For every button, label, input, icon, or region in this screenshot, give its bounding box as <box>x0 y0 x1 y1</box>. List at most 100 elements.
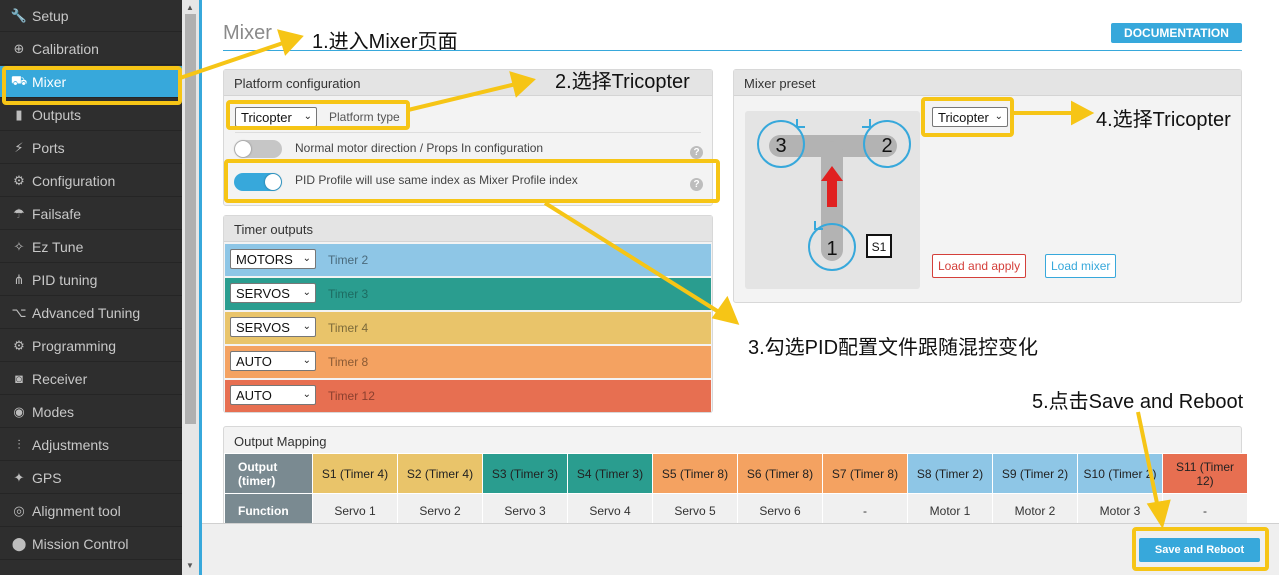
highlight-platform-select <box>226 100 410 130</box>
motor-direction-toggle[interactable] <box>234 140 282 158</box>
chevron-down-icon: ⌄ <box>302 287 311 298</box>
timer-output-row: MOTORS⌄ Timer 2 <box>225 244 711 276</box>
crosshair-icon: ⊕ <box>13 40 25 56</box>
sidebar: 🔧Setup ⊕ Calibration ⛟Mixer▮Outputs⚡Ports⚙C… <box>0 0 182 575</box>
cog-icon: ⚙ <box>13 337 25 353</box>
sidebar-item-pid-tuning[interactable]: ⋔PID tuning <box>0 264 182 296</box>
load-mixer-button[interactable]: Load mixer <box>1045 254 1117 278</box>
sidebar-item-ports[interactable]: ⚡Ports <box>0 132 182 164</box>
timer-label: Timer 3 <box>328 287 369 301</box>
function-cell: Servo 1 <box>312 493 398 528</box>
output-cell: S3 (Timer 3) <box>482 453 568 494</box>
sitemap-icon: ⋔ <box>13 271 25 287</box>
help-icon[interactable]: ? <box>690 178 703 191</box>
sidebar-item-receiver[interactable]: ◙ Receiver <box>0 363 182 395</box>
pid-profile-toggle[interactable] <box>234 173 282 191</box>
panel-title: Mixer preset <box>744 76 816 91</box>
sidebar-item-programming[interactable]: ⚙Programming <box>0 330 182 362</box>
timer-mode-select[interactable]: MOTORS⌄ <box>230 249 316 269</box>
timer-label: Timer 2 <box>328 253 369 267</box>
sidebar-item-mixer[interactable]: ⛟Mixer <box>0 66 182 98</box>
function-cell: Motor 3 <box>1077 493 1163 528</box>
highlight-save-button <box>1132 527 1269 571</box>
motor-direction-label: Normal motor direction / Props In config… <box>295 141 544 155</box>
sidebar-item-calibration[interactable]: ⊕ Calibration <box>0 33 182 65</box>
mixer-preset-select[interactable]: Tricopter ⌄ <box>932 107 1008 127</box>
chevron-down-icon: ⌄ <box>302 389 311 400</box>
timer-mode-select[interactable]: AUTO⌄ <box>230 385 316 405</box>
sidebar-item-modes[interactable]: ◉Modes <box>0 396 182 428</box>
wand-icon: ✧ <box>13 238 25 254</box>
platform-type-select[interactable]: Tricopter ⌄ <box>235 107 317 127</box>
sidebar-item-mission-control[interactable]: ⬤Mission Control <box>0 528 182 560</box>
motor-circle <box>757 120 805 168</box>
annotation-step2: 2.选择Tricopter <box>555 71 690 93</box>
output-cell: S9 (Timer 2) <box>992 453 1078 494</box>
timer-output-row: SERVOS⌄ Timer 3 <box>225 278 711 310</box>
sidebar-item-label: Calibration <box>32 40 99 57</box>
wrench-icon: 🔧 <box>10 7 28 23</box>
function-cell: Servo 6 <box>737 493 823 528</box>
tricopter-diagram-svg: 3 2 1 S1 <box>757 119 911 271</box>
sidebar-item-label: Adjustments <box>32 436 110 453</box>
timer-output-row: AUTO⌄Timer 8 <box>225 346 711 378</box>
scroll-up-icon[interactable]: ▲ <box>186 3 194 12</box>
sidebar-item-label: Receiver <box>32 370 88 387</box>
sidebar-item-configuration[interactable]: ⚙Configuration <box>0 165 182 197</box>
output-cell: S6 (Timer 8) <box>737 453 823 494</box>
servo-label: S1 <box>872 240 887 254</box>
sidebar-item-label: Mission Control <box>32 535 129 552</box>
scroll-down-icon[interactable]: ▼ <box>186 561 194 570</box>
sidebar-item-label: Ez Tune <box>32 238 84 255</box>
sidebar-item-label: GPS <box>32 469 62 486</box>
sidebar-item-ez-tune[interactable]: ✧ Ez Tune <box>0 231 182 263</box>
chevron-down-icon: ⌄ <box>994 111 1003 122</box>
function-cell: Servo 5 <box>652 493 738 528</box>
timer-outputs-panel: Timer outputs MOTORS⌄ Timer 2 SERVOS⌄ Timer… <box>223 215 713 413</box>
timer-output-row: SERVOS⌄ Timer 4 <box>225 312 711 344</box>
motor-circle <box>808 223 856 271</box>
robot-icon: ◙ <box>15 371 23 386</box>
sidebar-item-outputs[interactable]: ▮Outputs <box>0 99 182 131</box>
platform-type-label: Platform type <box>329 110 400 124</box>
page-title: Mixer <box>223 22 272 44</box>
arrow-step1 <box>179 40 287 80</box>
motor-circle <box>863 120 911 168</box>
annotation-step5: 5.点击Save and Reboot <box>1032 391 1244 413</box>
function-cell: Servo 3 <box>482 493 568 528</box>
timer-mode-select[interactable]: SERVOS⌄ <box>230 317 316 337</box>
sidebar-item-failsafe[interactable]: ☂ Failsafe <box>0 198 182 230</box>
sidebar-scrollbar[interactable]: ▲ ▼ <box>182 0 199 575</box>
timer-mode-select[interactable]: AUTO⌄ <box>230 351 316 371</box>
pid-profile-label: PID Profile will use same index as Mixer… <box>295 173 578 187</box>
motor-label: 1 <box>826 238 837 260</box>
servo-box <box>866 234 892 258</box>
function-cell: Motor 2 <box>992 493 1078 528</box>
sidebar-scroll-thumb[interactable] <box>185 14 196 424</box>
sidebar-item-setup[interactable]: 🔧Setup <box>0 0 182 32</box>
chevron-down-icon: ⌄ <box>302 321 311 332</box>
documentation-button[interactable]: DOCUMENTATION <box>1111 23 1242 43</box>
save-and-reboot-button[interactable]: Save and Reboot <box>1139 538 1260 562</box>
sidebar-item-advanced-tuning[interactable]: ⌥Advanced Tuning <box>0 297 182 329</box>
sidebar-item-label: Setup <box>32 7 69 24</box>
sidebar-item-adjustments[interactable]: ⫶Adjustments <box>0 429 182 461</box>
parachute-icon: ☂ <box>13 205 25 221</box>
panel-title: Timer outputs <box>234 222 313 237</box>
sidebar-item-label: Failsafe <box>32 205 82 222</box>
load-and-apply-button[interactable]: Load and apply <box>932 254 1027 278</box>
sidebar-item-label: Mixer <box>32 73 67 90</box>
motor-label: 3 <box>775 135 786 157</box>
timer-label: Timer 4 <box>328 321 369 335</box>
panel-title: Output Mapping <box>234 434 327 449</box>
sidebar-item-alignment-tool[interactable]: ◎Alignment tool <box>0 495 182 527</box>
annotation-step1: 1.进入Mixer页面 <box>312 31 458 53</box>
panel-title: Platform configuration <box>234 76 361 91</box>
sidebar-item-gps[interactable]: ✦GPS <box>0 462 182 494</box>
timer-label: Timer 12 <box>328 389 375 403</box>
timer-mode-select[interactable]: SERVOS⌄ <box>230 283 316 303</box>
output-cell: S1 (Timer 4) <box>312 453 398 494</box>
row-header: Output (timer) <box>224 453 313 494</box>
help-icon[interactable]: ? <box>690 146 703 159</box>
